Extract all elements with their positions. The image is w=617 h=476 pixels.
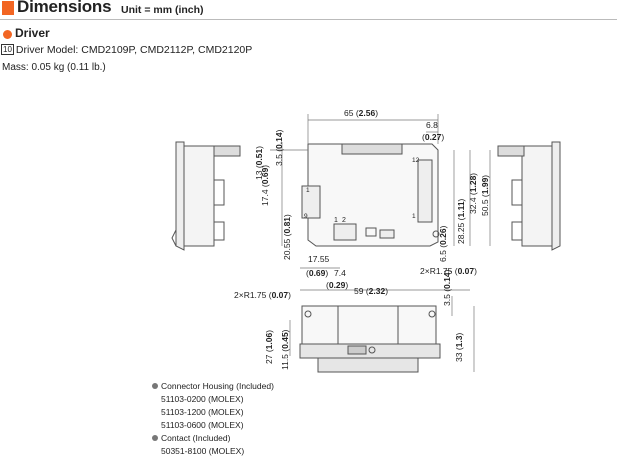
bullet-icon: [152, 383, 158, 389]
model-text: Driver Model: CMD2109P, CMD2112P, CMD212…: [15, 44, 253, 56]
dim-l1: 27 (1.06): [264, 330, 274, 364]
dim-bottom-r1: 33 (1.3): [454, 333, 464, 363]
header-divider: [0, 19, 617, 20]
unit-note: Unit = mm (inch): [121, 4, 204, 16]
dim-b1-in: (0.69): [306, 268, 328, 278]
left-side-view: [171, 141, 241, 251]
header-accent-square: [2, 1, 14, 15]
page-title: Dimensions: [17, 0, 112, 16]
contact-title: Contact (Included): [161, 433, 231, 443]
dim-r4: 6.5 (0.26): [438, 225, 448, 262]
housing-item: 51103-0200 (MOLEX): [161, 394, 244, 404]
pin-label-1: 1: [412, 213, 416, 220]
dim-width: 65 (2.56): [344, 108, 378, 118]
dim-r1: 32.4 (1.28): [468, 173, 478, 214]
dim-radius-top: 2×R1.75 (0.07): [420, 266, 477, 276]
mass-text: Mass: 0.05 kg (0.11 lb.): [2, 62, 106, 73]
top-view-board: [301, 143, 440, 247]
dim-h1: 13 (0.51): [254, 146, 264, 180]
dim-l2: 11.5 (0.45): [280, 329, 290, 370]
dim-b2-in: (0.29): [326, 280, 348, 290]
dim-r2: 50.5 (1.99): [480, 175, 490, 216]
model-badge: 10: [1, 44, 14, 55]
section-title: Driver: [15, 26, 50, 40]
connector-label-1: 1: [334, 217, 338, 224]
dim-edge-mm: 6.8: [426, 120, 438, 130]
dim-b2-mm: 7.4: [334, 268, 346, 278]
dim-edge-in: (0.27): [422, 132, 444, 142]
housing-item: 51103-1200 (MOLEX): [161, 407, 244, 417]
dim-h4: 20.55 (0.81): [282, 214, 292, 260]
bullet-icon: [152, 435, 158, 441]
right-side-view: [497, 141, 561, 251]
dimension-lines: [270, 114, 491, 372]
dim-r3: 28.25 (1.11): [456, 198, 466, 244]
dim-bottom-width: 59 (2.32): [354, 286, 388, 296]
connector-notes: Connector Housing (Included) 51103-0200 …: [152, 380, 274, 458]
pin-label-9: 9: [304, 213, 308, 220]
connector-label-2: 2: [342, 217, 346, 224]
housing-title: Connector Housing (Included): [161, 381, 274, 391]
dim-b1-mm: 17.55: [308, 254, 330, 264]
dim-radius-bottom: 2×R1.75 (0.07): [234, 290, 291, 300]
dim-h3: 17.4 (0.69): [260, 165, 270, 206]
pin-label-12: 12: [412, 157, 420, 164]
bottom-view-board: [299, 305, 441, 373]
contact-item: 50351-8100 (MOLEX): [161, 446, 245, 456]
dim-e1: 3.5 (0.14): [442, 269, 452, 306]
section-bullet-icon: [3, 30, 12, 39]
housing-item: 51103-0600 (MOLEX): [161, 420, 244, 430]
dim-h2: 3.5 (0.14): [274, 129, 284, 166]
pin-label-1b: 1: [306, 187, 310, 194]
